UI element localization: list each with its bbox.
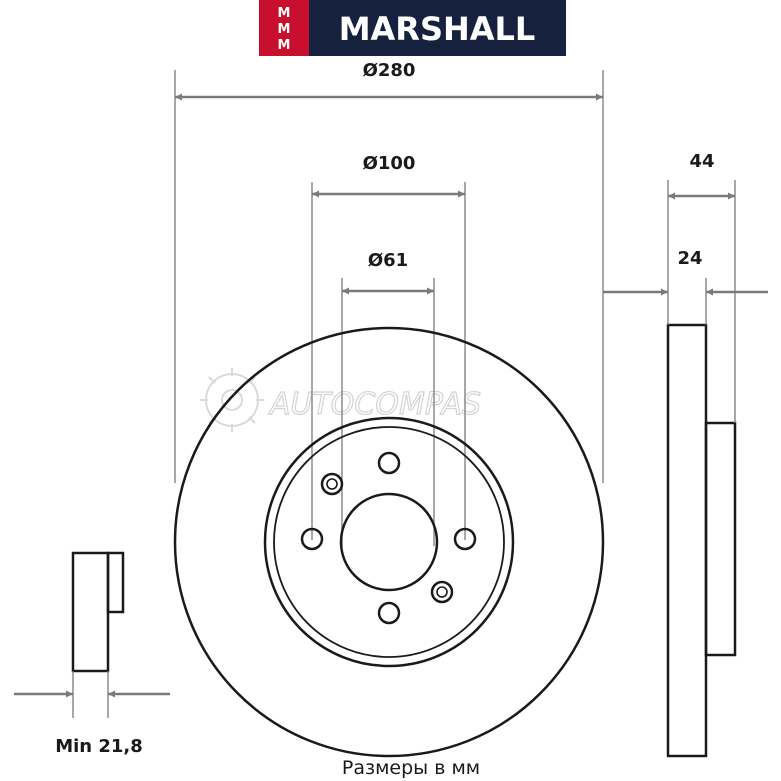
svg-text:M: M [278,22,291,37]
locating-hole [430,580,454,604]
thickness-dimension [603,278,768,325]
watermark: AUTOCOMPAS [200,368,482,432]
disc-friction-section [666,323,708,758]
total-height-dimension [667,180,736,423]
bolt-circle-label: Ø100 [363,153,416,174]
disc-hub-section [704,421,737,657]
disc-front-view [173,326,605,758]
disc-outer-edge [173,326,605,758]
disc-side-profile [666,323,737,758]
brand-logo: M M M MARSHALL [259,0,566,56]
outer-diameter-label: Ø280 [363,60,416,81]
brand-name: MARSHALL [339,10,536,48]
hub-inner-ring [273,426,505,658]
worn-hub-section [106,551,125,614]
svg-text:M: M [278,38,291,53]
bolt-hole [453,527,477,551]
thickness-label: 24 [677,248,702,269]
outer-diameter-dimension [174,70,604,483]
gear-icon [200,368,264,432]
min-thickness-profile [71,551,125,673]
bolt-hole [300,527,324,551]
center-bore-label: Ø61 [368,250,408,271]
worn-disc-section [71,551,110,673]
total-height-label: 44 [689,151,714,172]
hub-outer-ring [263,416,515,668]
bolt-hole [377,601,401,625]
logo-mark [259,0,309,56]
min-thickness-dimension [14,671,170,718]
min-thickness-label: Min 21,8 [55,736,143,757]
units-caption: Размеры в мм [342,757,480,779]
center-bore-dimension [341,278,435,546]
logo-mark-text: M [278,6,291,21]
brand-band [309,0,566,56]
watermark-text: AUTOCOMPAS [268,387,481,422]
center-bore [339,492,439,592]
bolt-circle-dimension [311,182,466,540]
bolt-hole [377,451,401,475]
locating-hole [320,472,344,496]
